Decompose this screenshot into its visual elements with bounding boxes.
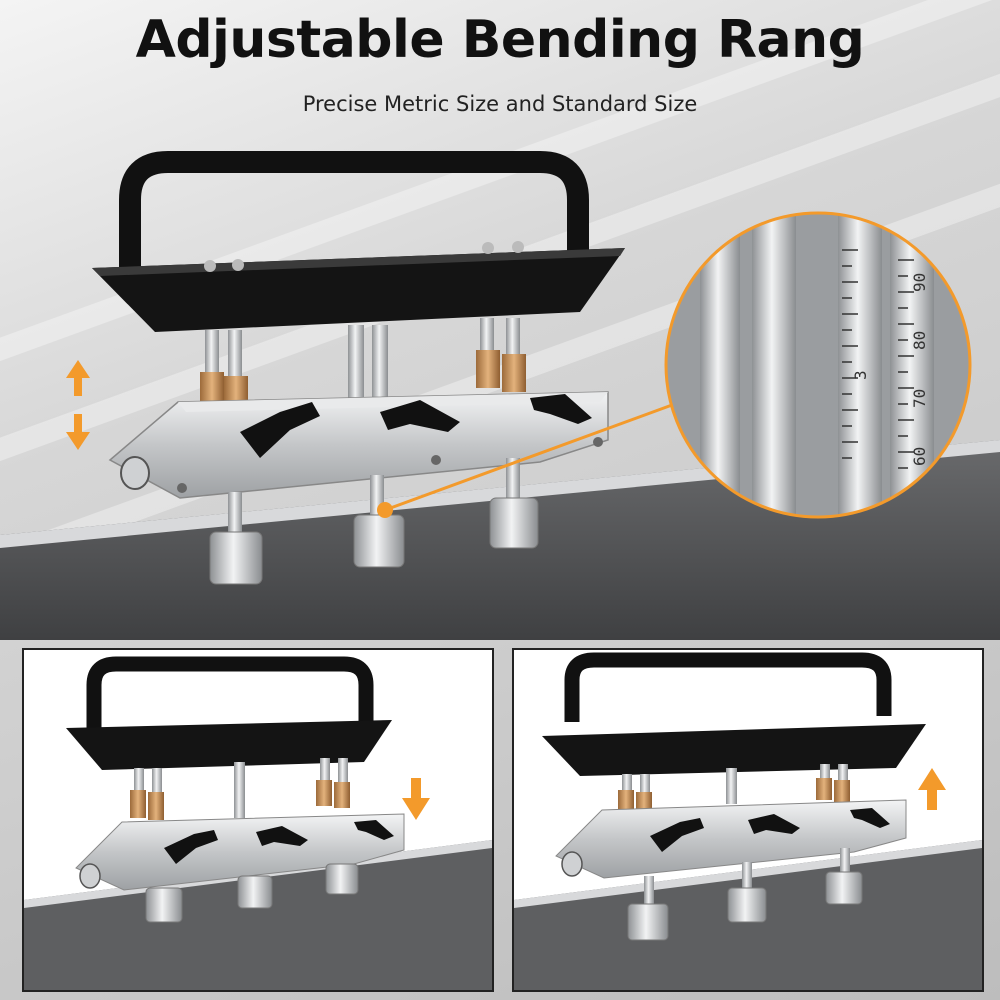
brass-bushing <box>130 790 146 818</box>
wing-knob <box>256 826 308 846</box>
top-plate <box>66 720 392 770</box>
lift-up-visual <box>514 652 982 990</box>
brass-bushing <box>316 780 332 806</box>
scale-label: 90 <box>910 273 929 292</box>
up-down-arrow-icon <box>66 360 90 450</box>
page-title: Adjustable Bending Rang <box>135 10 865 70</box>
scale-label: 80 <box>910 331 929 350</box>
main-product-visual: 90 80 70 60 3 <box>0 151 1000 640</box>
foot-block <box>825 871 863 905</box>
steel-base <box>555 799 907 879</box>
page-subtitle: Precise Metric Size and Standard Size <box>302 92 698 116</box>
top-plate <box>542 724 926 776</box>
brass-bushing <box>334 782 350 808</box>
wing-knob <box>380 400 460 432</box>
foot-block <box>209 531 263 585</box>
foot-block <box>627 903 669 941</box>
brass-bushing <box>834 780 850 802</box>
brass-bushing <box>148 792 164 820</box>
wing-knob <box>354 820 394 840</box>
guide-rod <box>348 325 364 405</box>
foot-block <box>237 875 273 909</box>
scale-label: 60 <box>910 447 929 466</box>
handle-bar <box>86 656 374 730</box>
press-down-visual <box>24 656 492 990</box>
wing-knob <box>530 394 592 424</box>
roller <box>79 863 101 889</box>
steel-base <box>75 813 405 891</box>
handle-bar <box>564 652 892 722</box>
screw <box>204 260 216 272</box>
brass-bushing <box>476 350 500 388</box>
table-surface <box>24 840 492 990</box>
panel-press-down <box>22 648 494 992</box>
up-arrow-icon <box>918 768 946 810</box>
foot-block <box>353 514 405 568</box>
brass-bushing <box>618 790 634 814</box>
screw <box>512 241 524 253</box>
screw <box>232 259 244 271</box>
wing-knob <box>850 808 890 828</box>
wing-knob <box>164 830 218 864</box>
threaded-rod <box>372 325 388 405</box>
zoom-detail: 90 80 70 60 3 <box>664 211 972 519</box>
brass-bushing <box>502 354 526 392</box>
roller <box>561 851 583 877</box>
callout-line <box>384 403 673 512</box>
down-arrow-icon <box>402 778 430 820</box>
scale-label: 3 <box>851 370 870 380</box>
wing-knob <box>748 814 800 834</box>
foot-block <box>727 887 767 923</box>
foot-block <box>145 887 183 923</box>
roller <box>120 456 150 490</box>
panel-lift-up <box>512 648 984 992</box>
brass-bushing <box>816 778 832 800</box>
scale-label: 70 <box>910 389 929 408</box>
wing-knob <box>650 818 704 852</box>
wing-knob <box>240 402 320 458</box>
foot-block <box>489 497 539 549</box>
zoom-border <box>664 211 972 519</box>
handle-bar <box>119 151 589 275</box>
foot-block <box>325 863 359 895</box>
screw <box>482 242 494 254</box>
